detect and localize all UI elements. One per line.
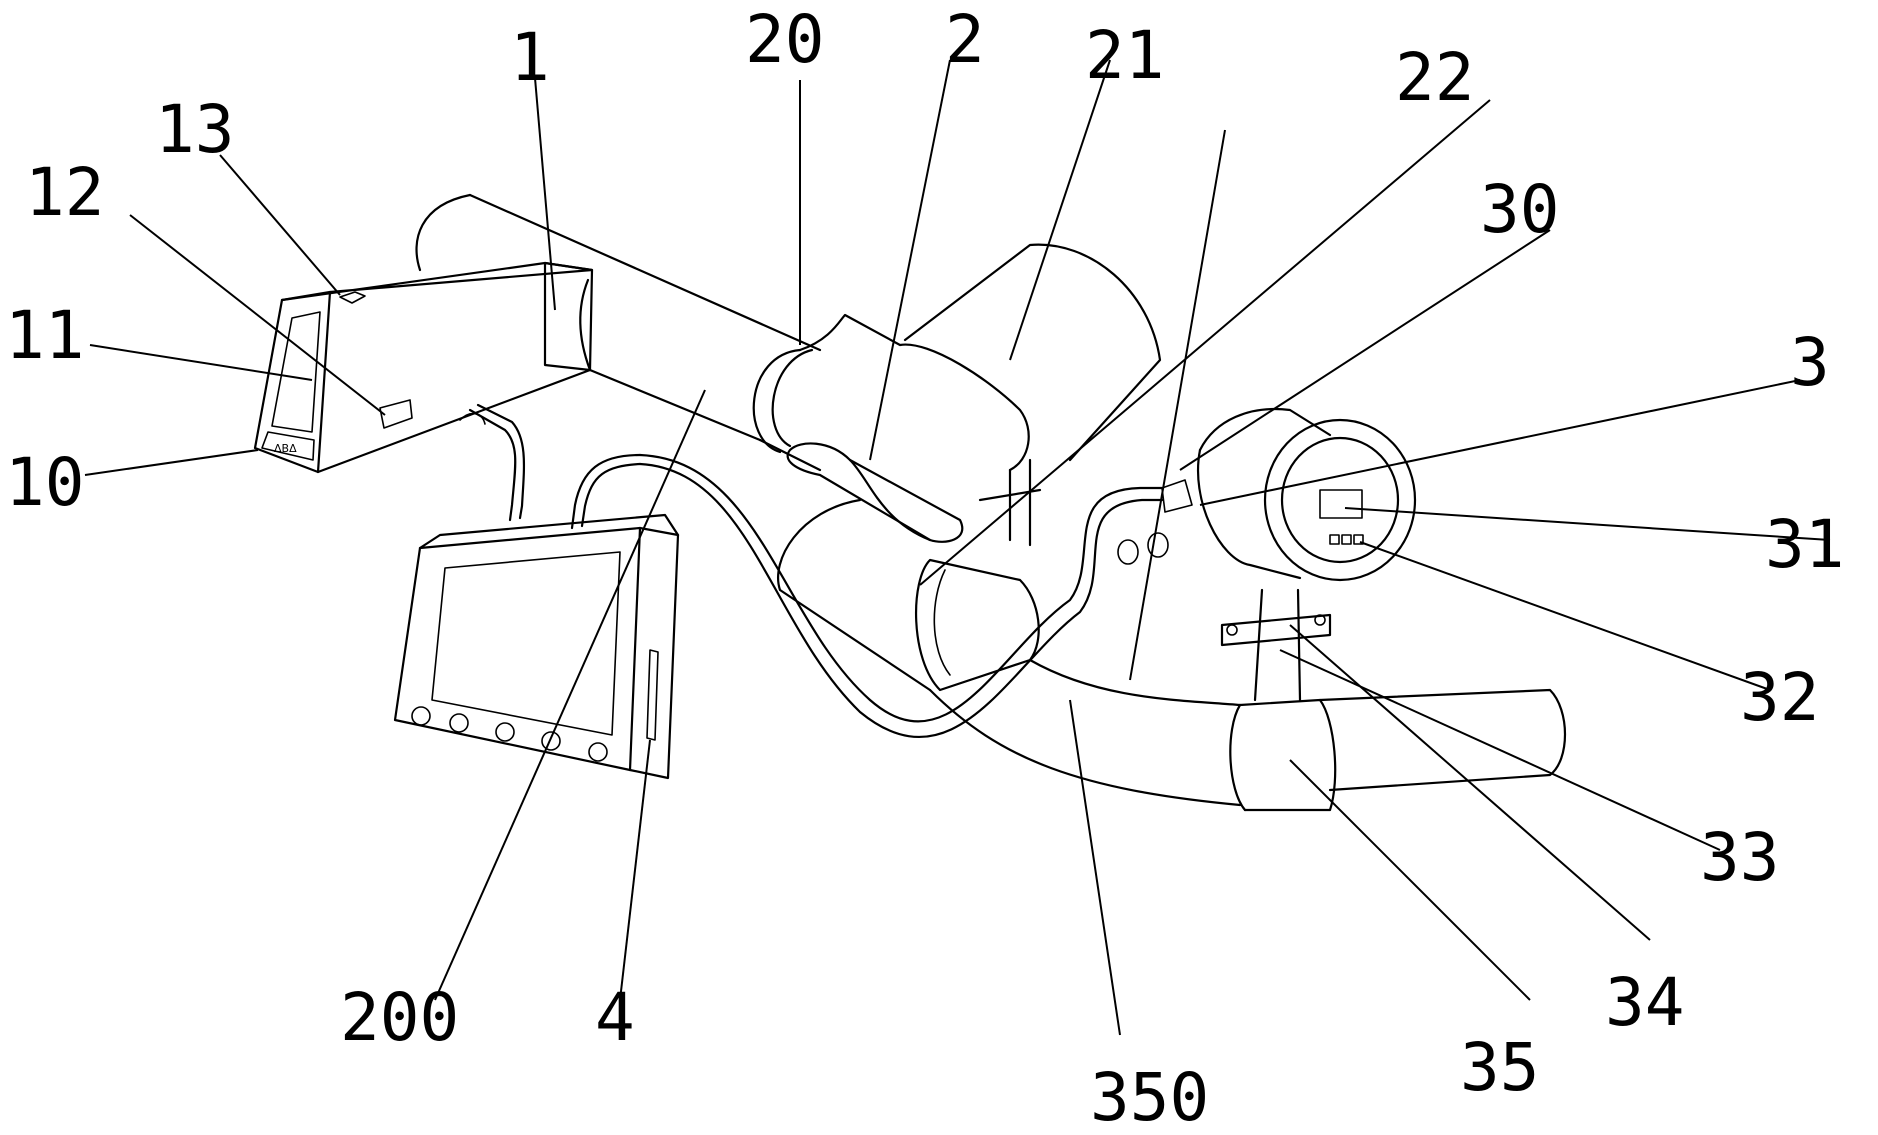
leader-13: [219, 154, 341, 296]
leader-33: [1279, 649, 1721, 851]
label-350: 350: [1090, 1059, 1209, 1135]
label-10: 10: [5, 444, 84, 521]
leader-35: [1289, 759, 1531, 1001]
label-12: 12: [25, 154, 104, 231]
leader-200: [434, 389, 706, 1001]
label-35: 35: [1460, 1029, 1539, 1106]
leader-3b: [1199, 379, 1801, 506]
leader-350: [1069, 699, 1121, 1036]
leader-30: [1179, 229, 1551, 471]
label-21: 21: [1085, 17, 1164, 94]
label-20: 20: [745, 1, 824, 78]
label-33: 33: [1700, 819, 1779, 896]
handheld-device: ΔBΔ: [253, 261, 594, 474]
leader-1: [534, 77, 556, 311]
upper-pipe: [415, 193, 822, 442]
leader-3: [1129, 129, 1226, 681]
leader-11: [89, 344, 313, 381]
label-2: 2: [945, 1, 985, 78]
label-4: 4: [595, 979, 635, 1056]
label-22: 22: [1395, 39, 1474, 116]
label-13: 13: [155, 91, 234, 168]
device-panel-text: ΔBΔ: [274, 442, 297, 455]
label-30: 30: [1480, 171, 1559, 248]
label-3: 3: [1790, 324, 1830, 401]
leader-4: [619, 739, 651, 1001]
clamp-assembly: [752, 243, 1162, 692]
lower-pipe: [758, 438, 1566, 812]
leader-lines: [84, 59, 1831, 1036]
leader-31: [1344, 507, 1831, 541]
label-11: 11: [5, 297, 84, 374]
leader-32: [1359, 541, 1771, 691]
leader-2: [869, 59, 951, 461]
label-31: 31: [1765, 506, 1844, 583]
sensor-head: [1117, 408, 1417, 582]
label-1: 1: [510, 19, 550, 96]
reference-labels: 1 20 2 21 22 30 3 31 32 33 34 35 350 4 2…: [5, 1, 1844, 1135]
leader-34: [1289, 624, 1651, 941]
leader-10: [84, 449, 259, 476]
signal-cable: [638, 453, 1164, 738]
leader-22: [919, 99, 1491, 586]
label-200: 200: [340, 979, 459, 1056]
monitor-unit: [393, 403, 680, 780]
label-34: 34: [1605, 964, 1684, 1041]
label-32: 32: [1740, 659, 1819, 736]
leader-12: [129, 214, 386, 416]
leader-21: [1009, 59, 1111, 361]
